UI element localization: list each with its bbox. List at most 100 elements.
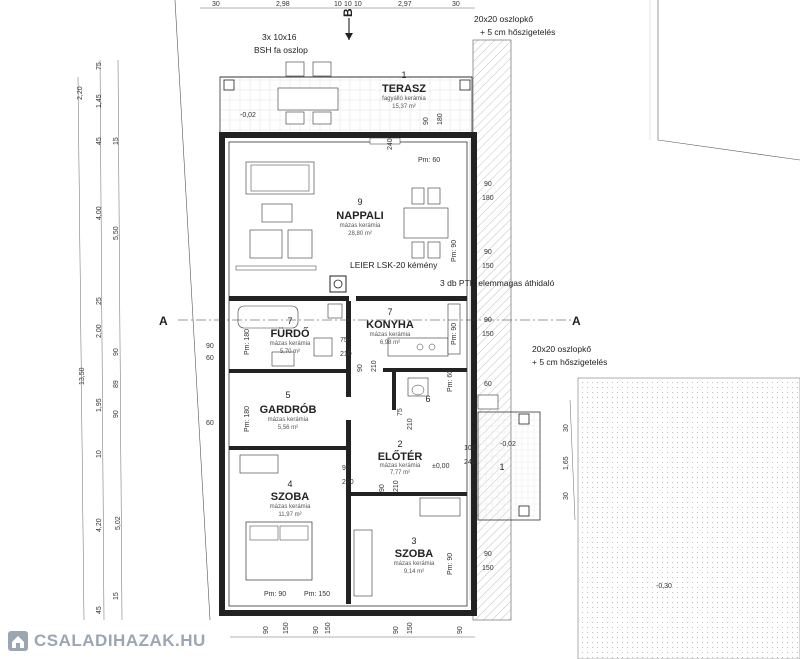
svg-text:15,37 m²: 15,37 m² [392, 104, 416, 110]
neighbour-building [577, 377, 800, 659]
svg-text:SZOBA: SZOBA [271, 491, 310, 503]
bottom-dim-0: 90 [263, 626, 270, 634]
svg-text:6: 6 [425, 394, 430, 404]
left-inner-2-00: 2,00 [96, 324, 103, 338]
right-dim-150c: 150 [482, 565, 494, 572]
kitchen-fixtures [387, 303, 461, 357]
d-60: 60 [206, 355, 214, 362]
left-inner-4-00: 4,00 [96, 206, 103, 220]
svg-text:2: 2 [397, 439, 402, 449]
left-dimension-lines [77, 59, 123, 621]
svg-text:11,97 m²: 11,97 m² [278, 512, 301, 518]
svg-text:4: 4 [287, 479, 292, 489]
left-dim-5-02: 5,02 [115, 516, 122, 530]
pm-90-kitchen: Pm: 90 [451, 323, 458, 345]
room-terrace: 1 TERASZ fagyálló kerámia 15,37 m² [382, 70, 427, 110]
left-inner-15: 15 [113, 137, 120, 145]
svg-text:28,80 m²: 28,80 m² [348, 231, 372, 237]
watermark-text: CSALADIHAZAK.HU [34, 630, 206, 650]
column-right-note-1: 20x20 oszlopkő [532, 344, 591, 354]
room-entry-porch: 1 [499, 462, 504, 472]
level-floor: ±0,00 [432, 463, 450, 470]
right-dim-150b: 150 [482, 331, 494, 338]
right-dim-90b: 90 [484, 249, 492, 256]
d-210: 210 [340, 351, 352, 358]
svg-text:SZOBA: SZOBA [395, 548, 434, 560]
d-210d: 210 [342, 479, 354, 486]
d-90b: 90 [357, 364, 364, 372]
svg-text:7,77 m²: 7,77 m² [390, 470, 410, 476]
lintel-note: 3 db PTH elemmagas áthidaló [440, 278, 555, 288]
bottom-dim-2: 90 [313, 626, 320, 634]
d-90: 90 [423, 117, 430, 125]
d-180: 180 [437, 113, 444, 125]
left-dim-13-50: 13,50 [79, 367, 86, 385]
svg-text:6,98 m²: 6,98 m² [380, 340, 400, 346]
column-right-note-2: + 5 cm hőszigetelés [532, 357, 607, 367]
d-90d: 90 [342, 465, 350, 472]
bottom-dim-5: 150 [407, 622, 414, 634]
d-60b: 60 [206, 420, 214, 427]
svg-text:7: 7 [287, 316, 292, 326]
pm-180-bath: Pm: 180 [244, 329, 251, 355]
pm-90-b3: Pm: 90 [447, 553, 454, 575]
svg-text:3: 3 [411, 536, 416, 546]
bottom-dim-6: 90 [457, 626, 464, 634]
left-dim-2-20: 2,20 [77, 86, 84, 100]
post-note: BSH fa oszlop [254, 45, 308, 55]
svg-text:TERASZ: TERASZ [382, 83, 426, 95]
svg-text:ELŐTÉR: ELŐTÉR [378, 450, 423, 463]
entrance-porch [477, 394, 541, 521]
level-terrace: -0,02 [240, 112, 256, 119]
room-bathroom: 7 FÜRDŐ mázas kerámia 5,70 m² [270, 316, 311, 355]
pm-180-wardrobe: Pm: 180 [244, 406, 251, 432]
right-dim-90d: 90 [484, 551, 492, 558]
svg-text:5,56 m²: 5,56 m² [278, 425, 298, 431]
left-inner-15b: 15 [113, 592, 120, 600]
interior-walls [229, 296, 467, 604]
d-210e: 210 [393, 480, 400, 492]
right-dim-100: 100 [464, 445, 476, 452]
d-165: 1,65 [563, 456, 570, 470]
pm-60-wc: Pm: 60 [447, 370, 454, 392]
terrace [219, 61, 473, 136]
svg-text:GARDRÓB: GARDRÓB [260, 403, 317, 416]
living-room-furniture [235, 137, 449, 293]
left-inner-90b: 90 [113, 410, 120, 418]
section-lines [178, 18, 575, 321]
level-entry: -0,02 [500, 441, 516, 448]
left-inner-75: 75 [96, 62, 103, 70]
svg-text:mázas kerámia: mázas kerámia [370, 332, 411, 338]
room-bedroom-4: 4 SZOBA mázas kerámia 11,97 m² [270, 479, 311, 518]
bottom-dim-3: 150 [325, 622, 332, 634]
d-210b: 210 [371, 360, 378, 372]
left-inner-45: 45 [96, 137, 103, 145]
pm-90-bottom-1: Pm: 90 [264, 591, 286, 598]
room-living: 9 NAPPALI mázas kerámia 28,80 m² [336, 197, 383, 237]
room-bedroom-3: 3 SZOBA mázas kerámia 9,14 m² [394, 536, 435, 575]
right-dim-60: 60 [484, 381, 492, 388]
bottom-dim-4: 90 [393, 626, 400, 634]
svg-text:NAPPALI: NAPPALI [336, 210, 383, 222]
svg-text:5,70 m²: 5,70 m² [280, 349, 300, 355]
top-dim-0: 30 [212, 1, 220, 8]
svg-text:5: 5 [285, 390, 290, 400]
bathroom-fixtures [237, 303, 343, 367]
section-a-left: A [159, 314, 168, 328]
right-dim-150: 150 [482, 263, 494, 270]
house-logo-icon [8, 630, 28, 651]
watermark[interactable]: CSALADIHAZAK.HU [2, 624, 228, 657]
level-ground: -0,30 [656, 583, 672, 590]
pm-90-living: Pm: 90 [451, 240, 458, 262]
top-dim-4: 10 [354, 1, 362, 8]
top-dim-2: 10 [334, 1, 342, 8]
left-inner-1-45: 1,45 [96, 94, 103, 108]
d-90e: 90 [379, 484, 386, 492]
bedroom-3-furniture [353, 497, 461, 597]
d-240: 240 [387, 138, 394, 150]
d-30b: 30 [563, 492, 570, 500]
svg-text:fagyálló kerámia: fagyálló kerámia [382, 96, 426, 102]
site-boundary [174, 0, 800, 621]
svg-text:1: 1 [499, 462, 504, 472]
